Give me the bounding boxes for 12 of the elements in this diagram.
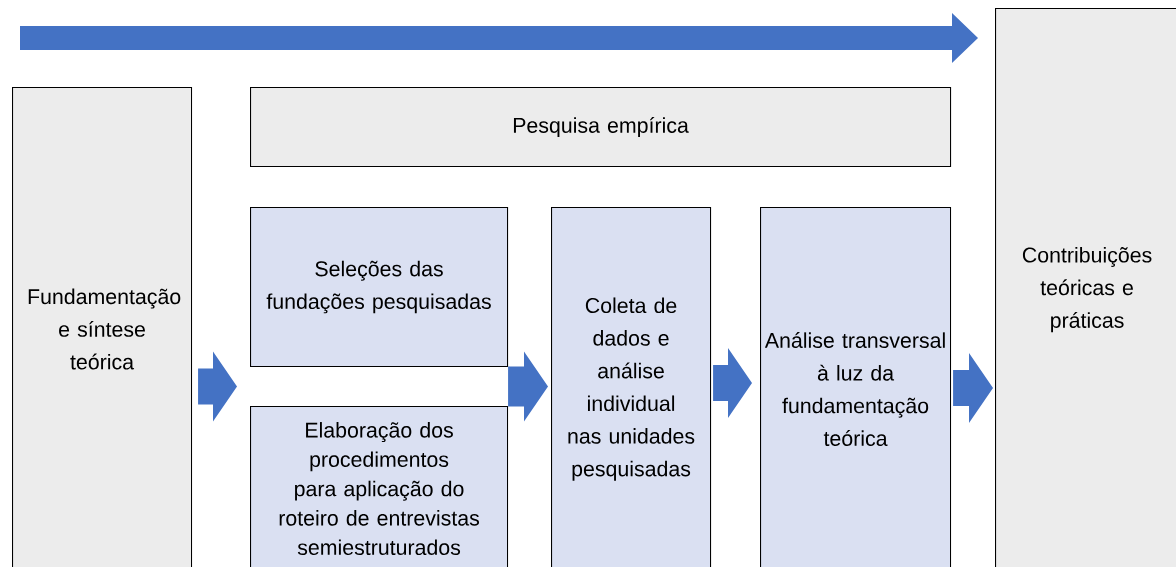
process-box: Coleta de dados e análise individual nas unidades pesquisadas	[551, 207, 712, 567]
block-arrow	[508, 351, 548, 422]
process-box: Contribuições teóricas e práticas	[995, 8, 1176, 567]
process-box: Seleções das fundações pesquisadas	[250, 207, 509, 368]
process-box: Elaboração dos procedimentos para aplicação do roteiro de entrevistas semiestruturados	[250, 406, 509, 567]
process-box: Fundamentação e síntese teórica	[12, 87, 193, 567]
block-arrow	[198, 351, 237, 422]
block-arrow	[713, 348, 752, 418]
process-box: Análise transversal à luz da fundamentação teórica	[760, 207, 952, 567]
block-arrow	[953, 353, 993, 423]
block-arrow	[20, 13, 978, 63]
process-box: Pesquisa empírica	[250, 87, 952, 168]
